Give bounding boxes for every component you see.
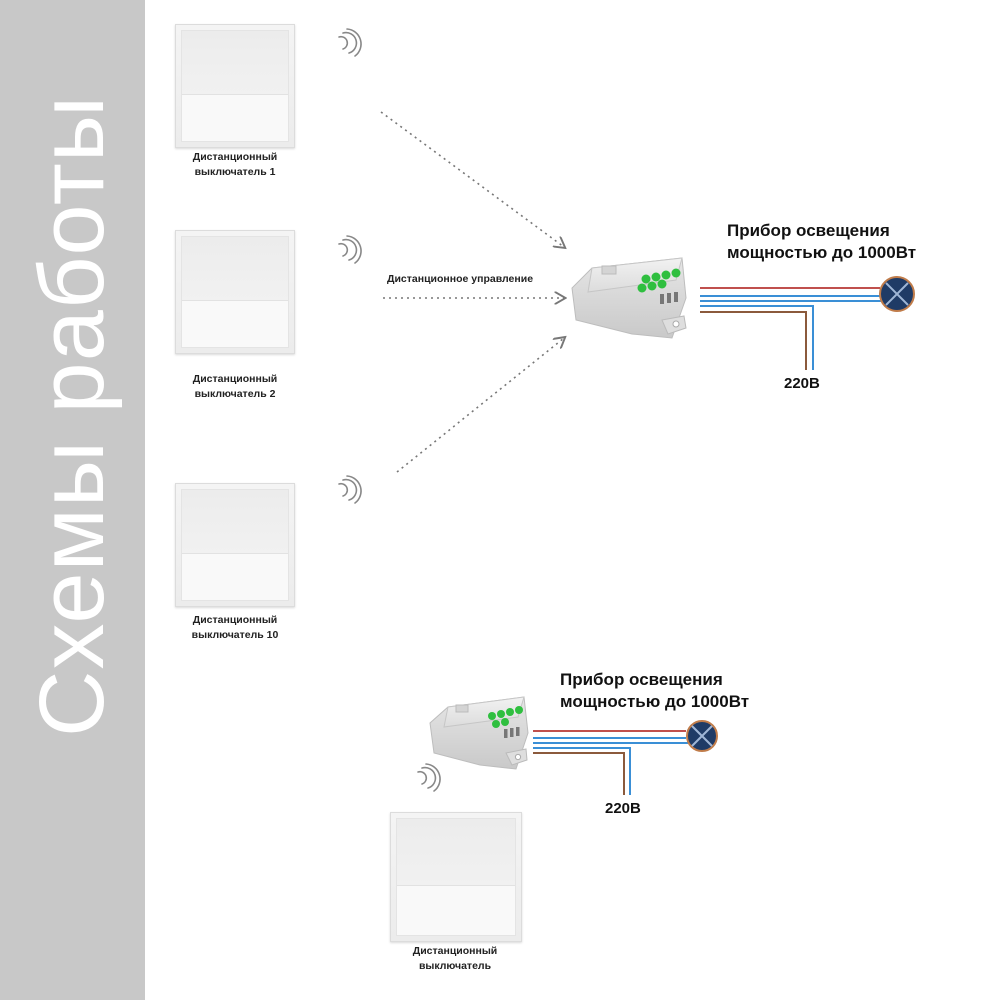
lamp-label-1: Прибор освещения мощностью до 1000Вт: [727, 221, 917, 263]
switch-10-label: Дистанционный выключатель 10: [191, 614, 279, 642]
remote-switch-single: [390, 812, 522, 942]
wireless-signal-icon: [338, 28, 362, 57]
remote-switch-1: [175, 24, 295, 148]
lamp-icon: [879, 276, 915, 312]
wireless-signal-icon: [338, 235, 362, 264]
remote-switch-2: [175, 230, 295, 354]
remote-control-label: Дистанционное управление: [387, 273, 534, 285]
wireless-signal-icon: [338, 475, 362, 504]
lamp-label-2: Прибор освещения мощностью до 1000Вт: [560, 670, 750, 712]
signal-arrow-1: [380, 111, 564, 247]
wires-scheme-1: [700, 287, 882, 370]
relay-module-icon: [571, 257, 687, 339]
switch-single-label: Дистанционный выключатель: [412, 945, 498, 973]
wires-scheme-2: [533, 730, 688, 795]
voltage-label-2: 220В: [605, 800, 641, 817]
wireless-signal-icon: [417, 763, 441, 792]
relay-module-icon: [429, 696, 529, 770]
sidebar: Схемы работы: [0, 0, 145, 1000]
switch-1-label: Дистанционный выключатель 1: [192, 151, 278, 179]
lamp-icon: [686, 720, 718, 752]
voltage-label-1: 220В: [784, 375, 820, 392]
switch-2-label: Дистанционный выключатель 2: [192, 373, 278, 401]
signal-arrow-10: [396, 338, 564, 473]
remote-switch-10: [175, 483, 295, 607]
